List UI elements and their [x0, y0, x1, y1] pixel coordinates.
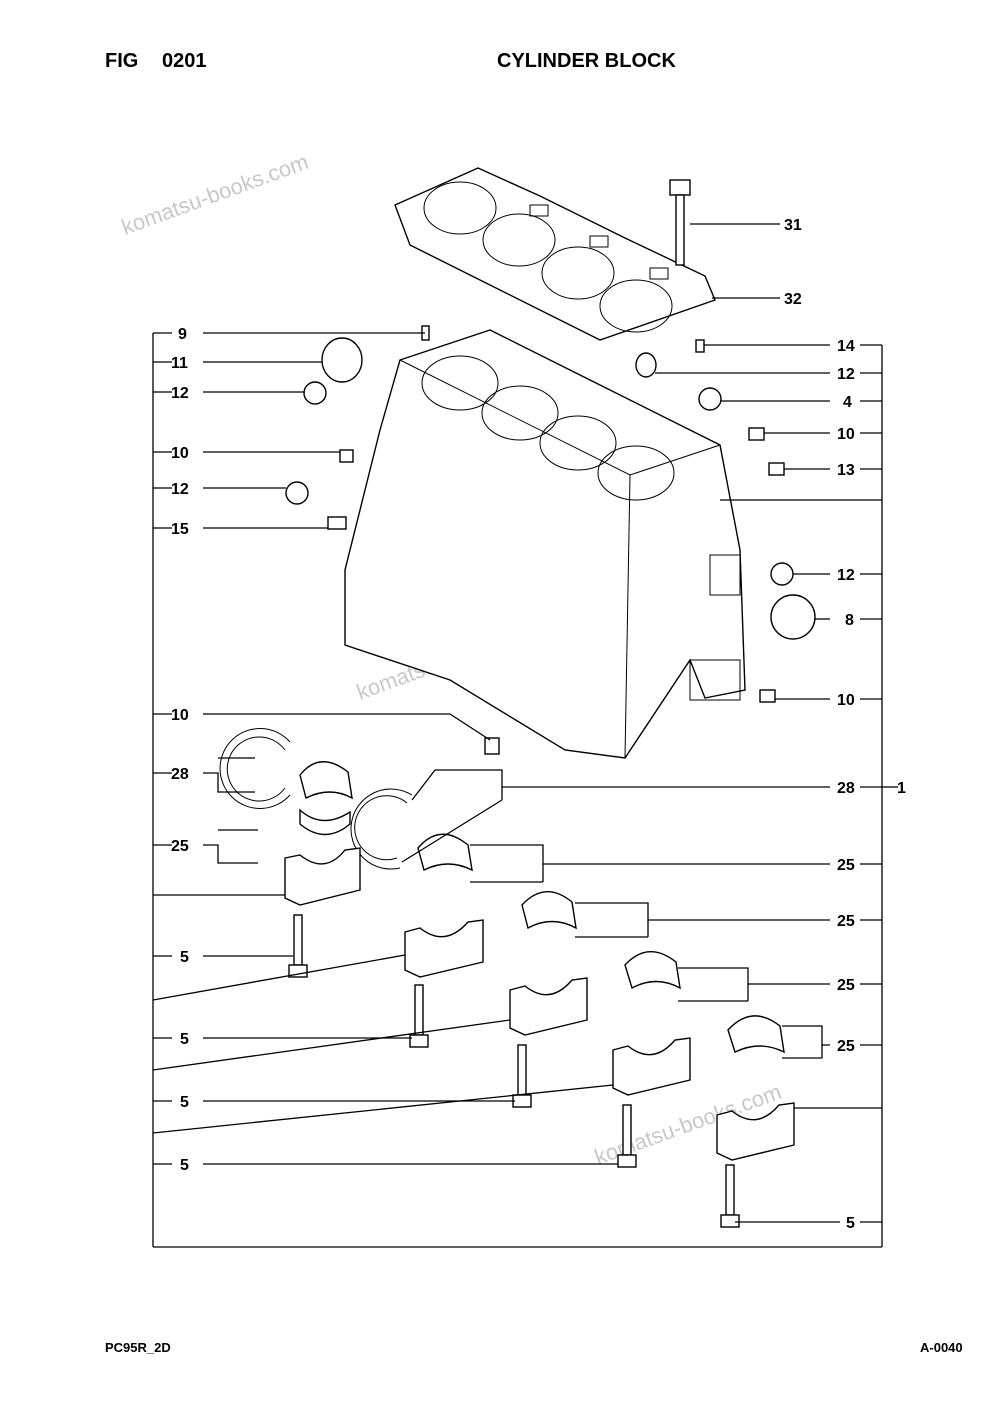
leader-lines-left [152, 332, 618, 1165]
callout-right-12-a: 12 [837, 366, 855, 383]
callout-left-12-a: 12 [171, 385, 189, 402]
page-code: A-0040 [920, 1340, 963, 1355]
callout-right-12-b: 12 [837, 567, 855, 584]
callout-assembly-1: 1 [897, 780, 906, 797]
callout-right-10-a: 10 [837, 426, 855, 443]
cap-bolts [288, 914, 740, 1228]
callout-right-25-b: 25 [837, 913, 855, 930]
callout-left-9: 9 [178, 326, 187, 343]
callout-right-5: 5 [846, 1215, 855, 1232]
callout-left-15: 15 [171, 521, 189, 538]
cylinder-block [344, 329, 746, 759]
callout-right-25-a: 25 [837, 857, 855, 874]
watermark-top: komatsu-books.com [118, 149, 312, 240]
callout-left-10-b: 10 [171, 707, 189, 724]
callout-right-13: 13 [837, 462, 855, 479]
callout-right-31: 31 [784, 217, 802, 234]
callout-left-12-b: 12 [171, 481, 189, 498]
figure-number: 0201 [162, 50, 207, 72]
figure-label: FIG [105, 50, 139, 72]
callout-left-5-b: 5 [180, 1031, 189, 1048]
model-code: PC95R_2D [105, 1340, 171, 1355]
callout-left-10-a: 10 [171, 445, 189, 462]
callout-right-25-d: 25 [837, 1038, 855, 1055]
callout-left-5-a: 5 [180, 949, 189, 966]
thrust-washers [219, 728, 413, 870]
callout-left-5-c: 5 [180, 1094, 189, 1111]
page-title: CYLINDER BLOCK [497, 50, 676, 72]
callout-left-28: 28 [171, 766, 189, 783]
callout-right-32: 32 [784, 291, 802, 308]
head-gasket [394, 167, 716, 341]
callout-left-5-d: 5 [180, 1157, 189, 1174]
block-small-parts [285, 325, 816, 755]
main-bearing-caps [284, 847, 795, 1161]
assembly-bracket [152, 333, 883, 1248]
callout-right-28: 28 [837, 780, 855, 797]
callout-left-25: 25 [171, 838, 189, 855]
callout-right-8: 8 [845, 612, 854, 629]
callout-right-14: 14 [837, 338, 855, 355]
callout-right-25-c: 25 [837, 977, 855, 994]
callout-left-11: 11 [171, 355, 188, 372]
callout-right-4: 4 [843, 394, 852, 411]
main-bearings [299, 761, 785, 1054]
leader-lines-right [401, 223, 898, 1223]
head-bolt [669, 179, 691, 266]
callout-right-10-b: 10 [837, 692, 855, 709]
